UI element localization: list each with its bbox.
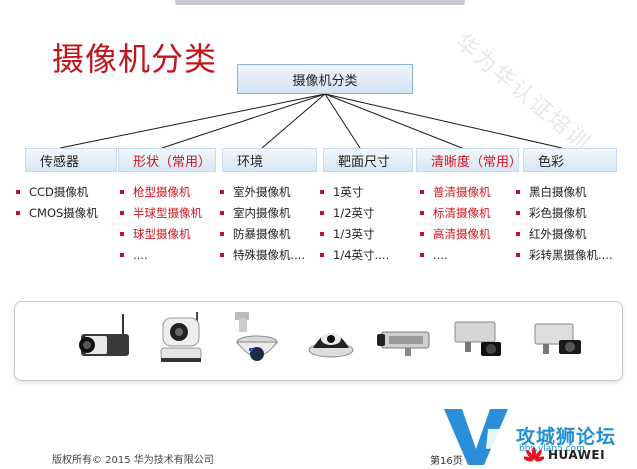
category-label: 清晰度（常用） xyxy=(431,154,523,170)
bullet-icon xyxy=(320,210,324,215)
list-item: 防暴摄像机 xyxy=(220,223,305,244)
category-environment: 环境 xyxy=(222,148,317,172)
bullet-icon xyxy=(516,252,520,257)
huawei-logo: HUAWEI xyxy=(524,447,605,463)
bullet-icon xyxy=(120,252,124,257)
bullet-icon xyxy=(420,210,424,215)
list-item: CCD摄像机 xyxy=(16,181,98,202)
huawei-flower-icon xyxy=(524,447,544,462)
list-item: 半球型摄像机 xyxy=(120,202,202,223)
list-target-size: 1英寸 1/2英寸 1/3英寸 1/4英寸.... xyxy=(320,181,389,265)
category-color: 色彩 xyxy=(523,148,617,172)
bullet-icon xyxy=(516,231,520,236)
forum-name: 攻城狮论坛 xyxy=(516,426,617,448)
bullet-icon xyxy=(320,189,324,194)
list-item: 室外摄像机 xyxy=(220,181,305,202)
camera-image-tray xyxy=(14,301,623,381)
list-item: 1/2英寸 xyxy=(320,202,389,223)
list-item: 标清摄像机 xyxy=(420,202,491,223)
bullet-icon xyxy=(420,252,424,257)
bullet-icon xyxy=(220,210,224,215)
copyright-text: 版权所有© 2015 华为技术有限公司 xyxy=(52,455,214,466)
speed-dome-camera-icon xyxy=(235,312,278,361)
list-shape: 枪型摄像机 半球型摄像机 球型摄像机 .... xyxy=(120,181,202,265)
ip-camera-icon xyxy=(79,314,129,356)
list-item: 红外摄像机 xyxy=(516,223,613,244)
bullet-icon xyxy=(120,189,124,194)
category-resolution: 清晰度（常用） xyxy=(416,148,523,172)
root-node-box: 摄像机分类 xyxy=(237,64,413,94)
bullet-icon xyxy=(220,189,224,194)
huawei-wordmark: HUAWEI xyxy=(548,448,606,462)
list-item: 普清摄像机 xyxy=(420,181,491,202)
list-item: 彩转黑摄像机.... xyxy=(516,244,613,265)
list-item: CMOS摄像机 xyxy=(16,202,98,223)
list-item: 1/4英寸.... xyxy=(320,244,389,265)
bullet-icon xyxy=(220,252,224,257)
category-label: 形状（常用） xyxy=(133,154,212,170)
pan-tilt-camera-icon xyxy=(160,312,202,362)
list-item: 黑白摄像机 xyxy=(516,181,613,202)
bullet-icon xyxy=(16,210,20,215)
list-item: .... xyxy=(420,244,491,265)
category-label: 环境 xyxy=(237,154,264,170)
dome-camera-icon xyxy=(308,333,354,358)
list-resolution: 普清摄像机 标清摄像机 高清摄像机 .... xyxy=(420,181,491,265)
bullet-icon xyxy=(120,231,124,236)
list-item: 球型摄像机 xyxy=(120,223,202,244)
list-item: 高清摄像机 xyxy=(420,223,491,244)
list-item: 彩色摄像机 xyxy=(516,202,613,223)
bullet-icon xyxy=(320,252,324,257)
category-label: 传感器 xyxy=(40,154,80,170)
v5-logo-icon xyxy=(444,409,512,465)
list-item: 1/3英寸 xyxy=(320,223,389,244)
forum-url: bbs.vlan5.com xyxy=(519,444,585,454)
category-label: 靶面尺寸 xyxy=(338,154,391,170)
box-camera-icon xyxy=(534,323,581,354)
list-item: 特殊摄像机.... xyxy=(220,244,305,265)
bullet-icon xyxy=(120,210,124,215)
list-environment: 室外摄像机 室内摄像机 防暴摄像机 特殊摄像机.... xyxy=(220,181,305,265)
list-sensor: CCD摄像机 CMOS摄像机 xyxy=(16,181,98,223)
bullet-icon xyxy=(420,189,424,194)
category-sensor: 传感器 xyxy=(25,148,117,172)
category-target-size: 靶面尺寸 xyxy=(323,148,413,172)
bullet-camera-icon xyxy=(377,331,430,356)
list-item: .... xyxy=(120,244,202,265)
bullet-icon xyxy=(220,231,224,236)
category-shape: 形状（常用） xyxy=(118,148,216,172)
bullet-icon xyxy=(320,231,324,236)
list-item: 枪型摄像机 xyxy=(120,181,202,202)
box-camera-icon xyxy=(454,321,501,356)
tree-connector-lines xyxy=(59,93,563,149)
list-item: 室内摄像机 xyxy=(220,202,305,223)
page-number: 第16页 xyxy=(430,456,463,467)
category-label: 色彩 xyxy=(538,154,565,170)
bullet-icon xyxy=(516,189,520,194)
bullet-icon xyxy=(420,231,424,236)
list-color: 黑白摄像机 彩色摄像机 红外摄像机 彩转黑摄像机.... xyxy=(516,181,613,265)
top-decor-bar xyxy=(175,0,465,5)
slide-title: 摄像机分类 xyxy=(52,40,218,78)
list-item: 1英寸 xyxy=(320,181,389,202)
bullet-icon xyxy=(16,189,20,194)
bullet-icon xyxy=(516,210,520,215)
